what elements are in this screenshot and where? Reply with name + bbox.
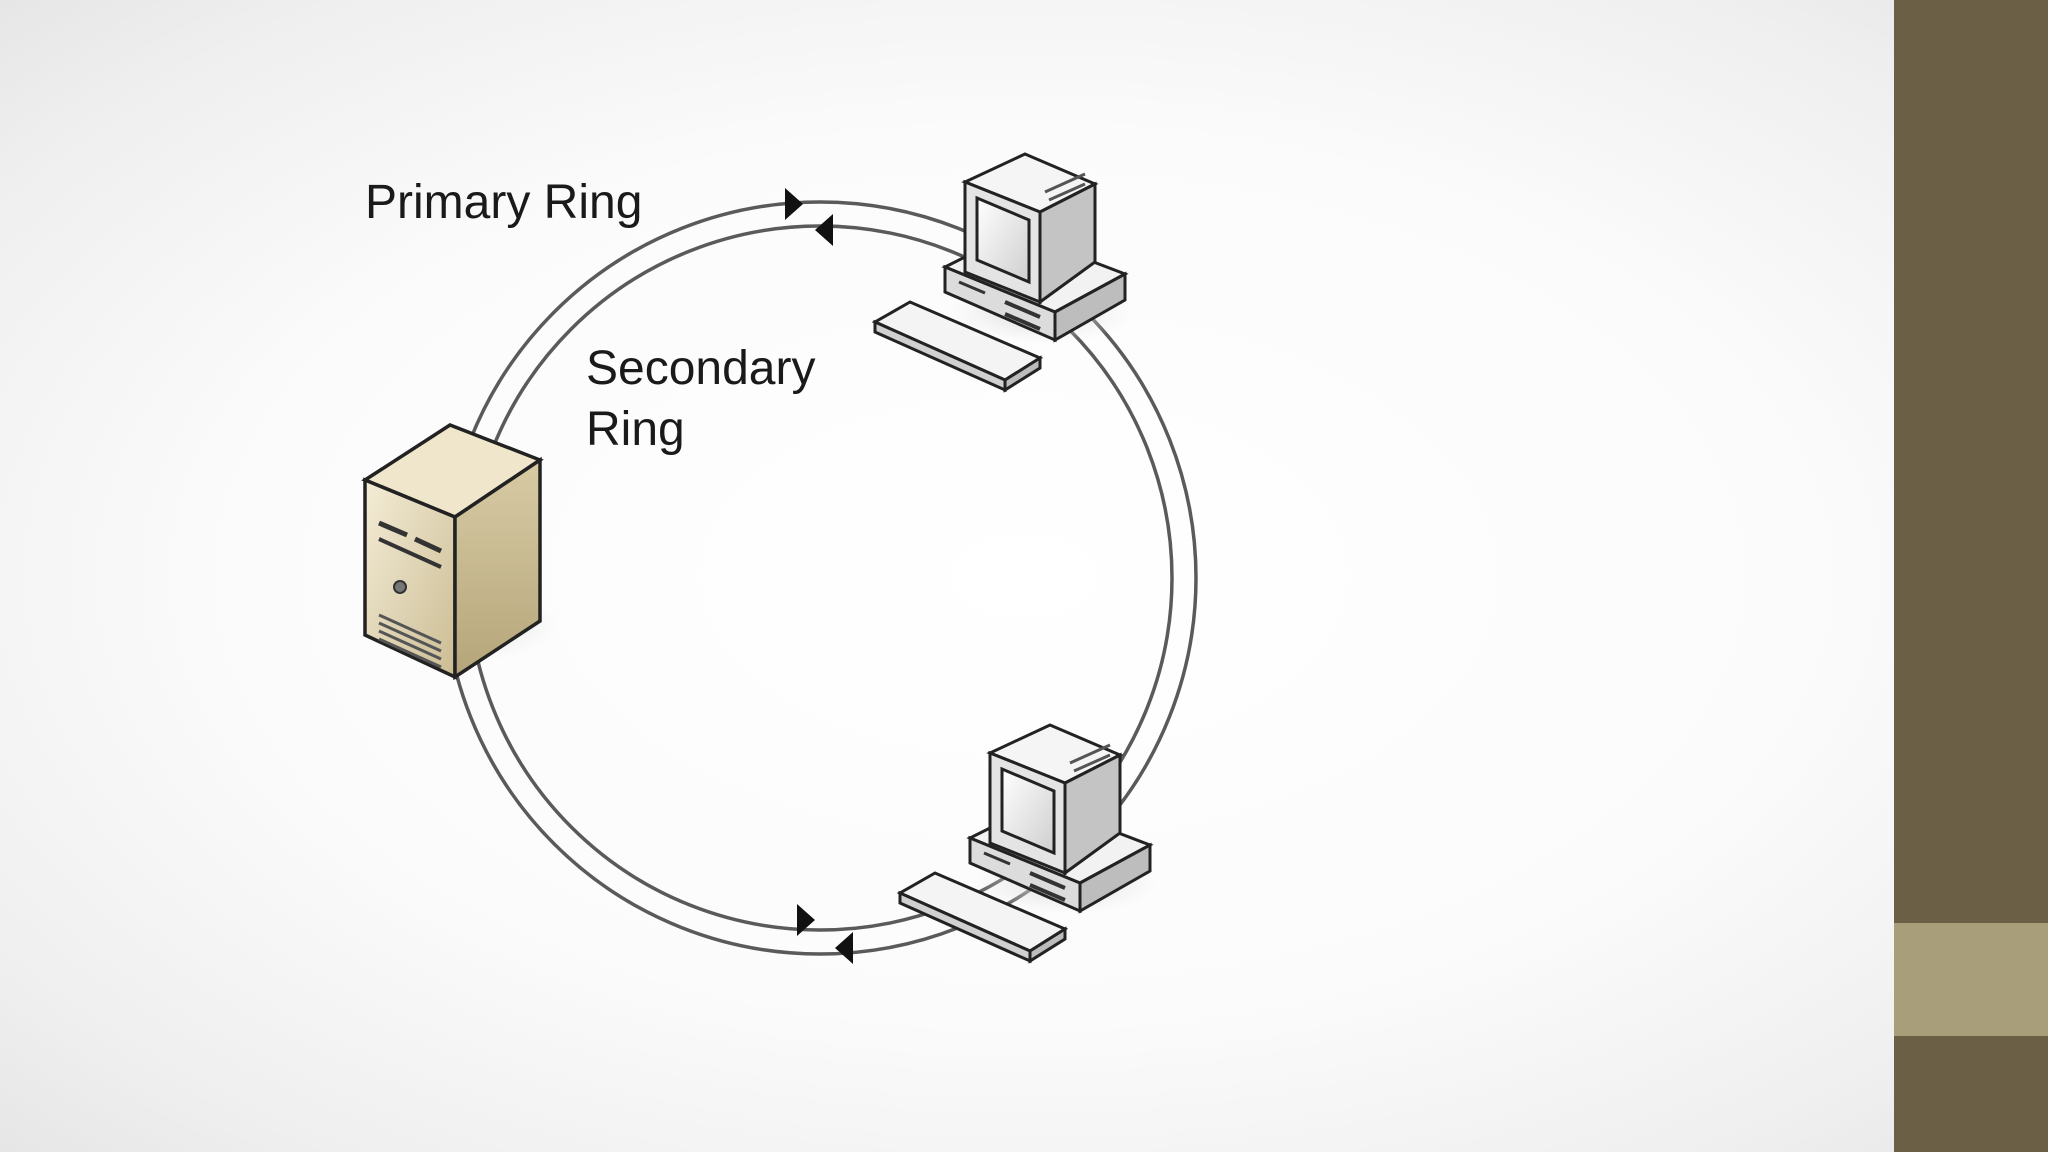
secondary-ring-arrow-bottom-icon: [835, 932, 853, 964]
primary-ring-arrow-top-icon: [785, 188, 803, 220]
slide-side-bar: [1894, 0, 2048, 1152]
side-bar-light-band: [1894, 923, 2048, 1036]
slide: Primary Ring Secondary Ring: [360, 152, 1198, 964]
desktop-computer-icon: [898, 723, 1162, 963]
server-tower-icon: [360, 423, 560, 681]
primary-ring-label: Primary Ring: [365, 176, 642, 229]
primary-ring-arrow-bottom-icon: [797, 904, 815, 936]
side-bar-dark-band: [1894, 0, 2048, 923]
secondary-ring-arrow-top-icon: [815, 214, 833, 246]
side-bar-dark-band-bottom: [1894, 1036, 2048, 1152]
ring-topology-diagram: Primary Ring Secondary Ring: [360, 152, 1198, 964]
secondary-ring-label-line1: Secondary: [586, 342, 815, 395]
secondary-ring-label-line2: Ring: [586, 403, 685, 456]
